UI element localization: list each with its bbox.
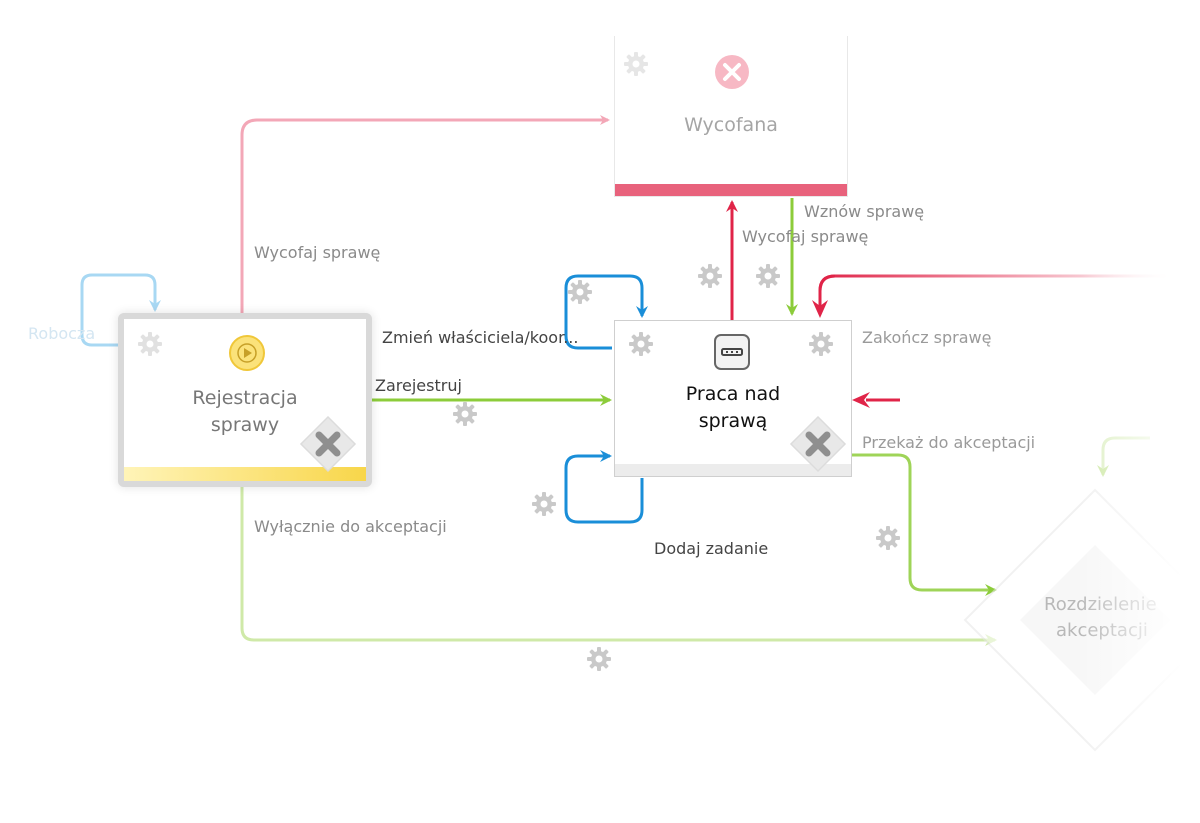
arrowhead [852, 392, 870, 408]
transition-zarejestruj-label[interactable]: Zarejestruj [375, 376, 462, 395]
gear-icon[interactable] [566, 278, 594, 306]
gear-icon[interactable] [807, 330, 835, 358]
gear-icon[interactable] [451, 400, 479, 428]
state-wycofana[interactable]: Wycofana [614, 36, 848, 197]
transition-rozdzielenie-faint-line [1097, 436, 1150, 477]
delete-x-icon[interactable] [298, 414, 358, 474]
transition-incoming-red-top-line[interactable] [818, 274, 1170, 314]
gear-icon[interactable] [696, 262, 724, 290]
gear-icon[interactable] [754, 262, 782, 290]
state-rozdzielenie-title-line2: akceptacji [1056, 620, 1148, 641]
gear-icon[interactable] [136, 330, 164, 358]
gear-icon[interactable] [874, 524, 902, 552]
state-rejestracja-title-line2: sprawy [210, 414, 280, 436]
x-circle-icon [715, 55, 749, 89]
state-rejestracja-title-line1: Rejestracja [192, 387, 298, 409]
gear-icon[interactable] [530, 490, 558, 518]
play-icon [229, 335, 265, 371]
transition-dodaj-loop-line[interactable] [564, 450, 644, 524]
transition-zakoncz-label[interactable]: Zakończ sprawę [862, 328, 992, 347]
state-praca-title-line1: Praca nad [685, 383, 781, 405]
delete-x-icon[interactable] [788, 414, 848, 474]
task-icon [714, 334, 750, 370]
transition-robocza-loop-line[interactable] [80, 273, 161, 347]
arrowhead [812, 300, 828, 318]
state-wycofana-bar [615, 184, 847, 196]
gear-icon[interactable] [622, 50, 650, 78]
transition-wznow-label[interactable]: Wznów sprawę [804, 202, 925, 221]
transition-przekaz-line[interactable] [852, 453, 997, 596]
transition-przekaz-label[interactable]: Przekaż do akceptacji [862, 433, 1036, 452]
transition-zmien-label[interactable]: Zmień właściciela/koor... [382, 328, 579, 347]
transition-wylacznie-line[interactable] [240, 480, 997, 646]
gear-icon[interactable] [627, 330, 655, 358]
transition-dodaj-label[interactable]: Dodaj zadanie [654, 539, 769, 558]
transition-wylacznie-label[interactable]: Wyłącznie do akceptacji [254, 517, 447, 536]
state-wycofana-title: Wycofana [684, 114, 778, 136]
transition-wycofaj-2-label[interactable]: Wycofaj sprawę [742, 227, 869, 246]
transition-wycofaj-1-line[interactable] [240, 115, 610, 318]
transition-zmien-loop-line[interactable] [564, 274, 648, 350]
state-rejestracja-bar [124, 467, 366, 481]
gear-icon[interactable] [585, 645, 613, 673]
transition-incoming-red-top-bend [818, 274, 836, 306]
transition-wycofaj-1-label[interactable]: Wycofaj sprawę [254, 243, 381, 262]
state-robocza-title: Robocza [28, 324, 96, 343]
state-praca-bar [615, 464, 851, 476]
state-rozdzielenie-title-line1: Rozdzielenie [1044, 594, 1157, 615]
state-praca-title-line2: sprawą [698, 410, 768, 432]
